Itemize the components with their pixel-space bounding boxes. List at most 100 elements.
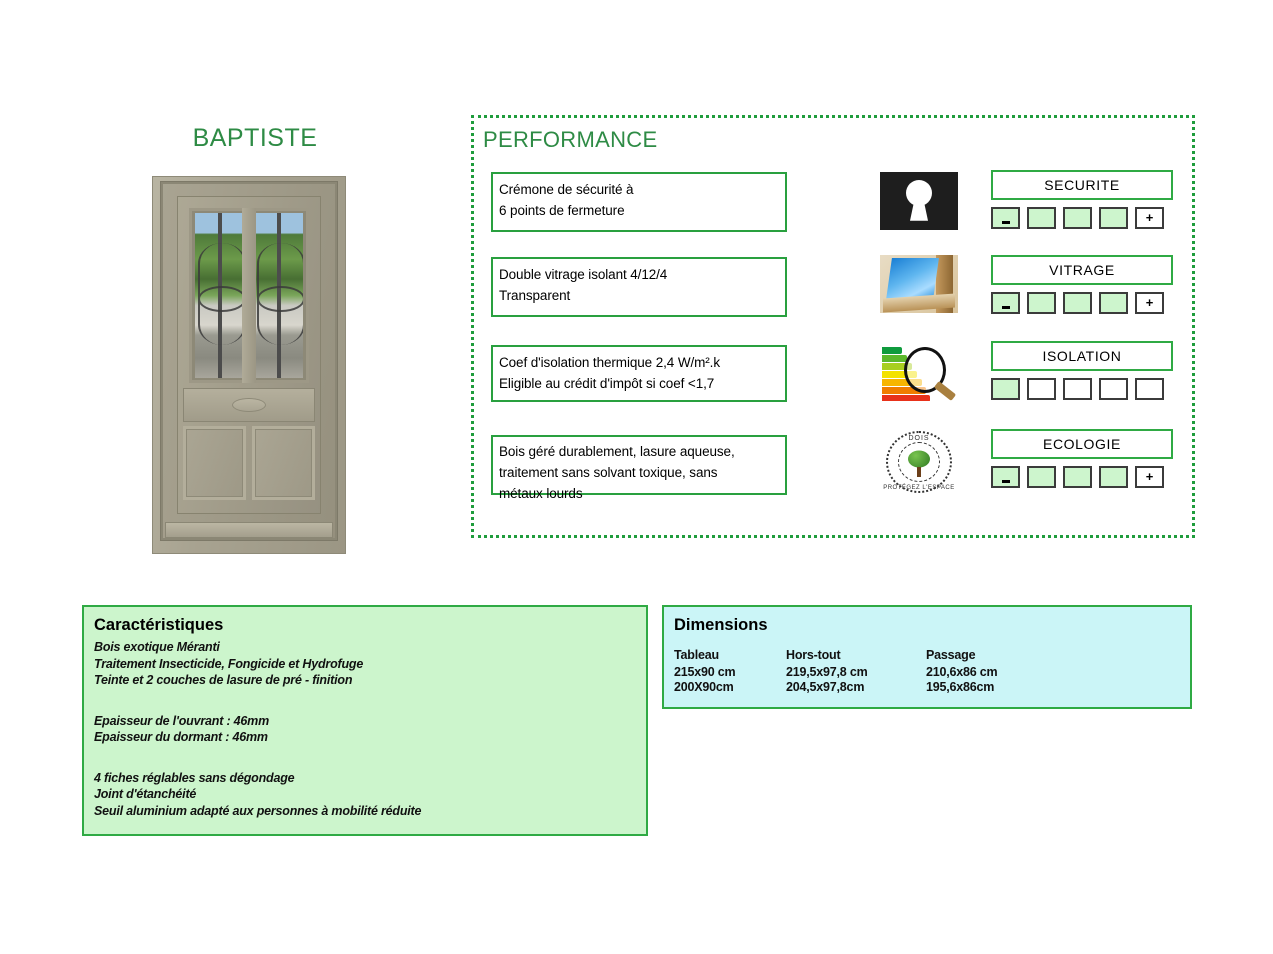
- description-line: Coef d'isolation thermique 2,4 W/m².k: [499, 355, 720, 370]
- rating-box-2[interactable]: [1027, 207, 1056, 229]
- door-lower-panels: [183, 426, 315, 500]
- performance-row-vitrage: Double vitrage isolant 4/12/4 Transparen…: [474, 255, 1192, 317]
- rating-box-4[interactable]: [1099, 207, 1128, 229]
- door-leaf: [177, 196, 321, 514]
- description-line: Eligible au crédit d'impôt si coef <1,7: [499, 375, 715, 391]
- caracteristiques-heading: Caractéristiques: [94, 616, 224, 634]
- rating-box-increase[interactable]: [1135, 466, 1164, 488]
- rating-box-2[interactable]: [1027, 466, 1056, 488]
- door-inner-frame: [161, 182, 337, 540]
- spec-line: Seuil aluminium adapté aux personnes à m…: [94, 803, 422, 818]
- performance-row-securite: Crémone de sécurité à 6 points de fermet…: [474, 170, 1192, 232]
- stamp-outer-ring: [886, 431, 952, 493]
- dimensions-table: Tableau Hors-tout Passage 215x90 cm 219,…: [674, 648, 1180, 695]
- caracteristiques-panel: Caractéristiques Bois exotique Méranti T…: [82, 605, 648, 836]
- rating-box-decrease[interactable]: [991, 207, 1020, 229]
- rating-boxes-vitrage: [991, 292, 1173, 314]
- performance-description-securite: Crémone de sécurité à 6 points de fermet…: [491, 172, 787, 232]
- description-line: traitement sans solvant toxique, sans: [499, 464, 718, 480]
- rating-block-securite: SECURITE: [991, 170, 1173, 229]
- rating-box-3[interactable]: [1063, 292, 1092, 314]
- spec-line: Epaisseur de l'ouvrant : 46mm: [94, 713, 270, 728]
- cell-tableau: 200X90cm: [674, 680, 734, 694]
- spec-line: Bois exotique Méranti: [94, 640, 220, 654]
- door-mid-rail: [183, 388, 315, 422]
- tree-foliage: [908, 450, 930, 468]
- glass-mullion: [242, 208, 256, 383]
- rating-block-vitrage: VITRAGE: [991, 255, 1173, 314]
- cell-passage: 210,6x86 cm: [926, 665, 998, 679]
- rating-box-decrease[interactable]: [991, 292, 1020, 314]
- rating-label-isolation: ISOLATION: [991, 341, 1173, 371]
- rating-box-decrease[interactable]: [991, 466, 1020, 488]
- description-line: Bois géré durablement, lasure aqueuse,: [499, 444, 735, 459]
- dimensions-heading: Dimensions: [674, 616, 768, 634]
- rating-box-increase[interactable]: [1135, 207, 1164, 229]
- spec-line: Epaisseur du dormant : 46mm: [94, 730, 268, 744]
- rating-label-ecologie: ECOLOGIE: [991, 429, 1173, 459]
- rating-label-securite: SECURITE: [991, 170, 1173, 200]
- performance-row-isolation: Coef d'isolation thermique 2,4 W/m².k El…: [474, 341, 1192, 405]
- description-line: 6 points de fermeture: [499, 202, 625, 218]
- stamp-inner-ring: [898, 442, 940, 482]
- spec-line: Traitement Insecticide, Fongicide et Hyd…: [94, 656, 364, 671]
- rating-boxes-ecologie: [991, 466, 1173, 488]
- rating-box-3[interactable]: [1063, 207, 1092, 229]
- column-header-hors-tout: Hors-tout: [786, 648, 841, 662]
- description-line: Double vitrage isolant 4/12/4: [499, 267, 668, 282]
- wrought-iron-ornament: [197, 242, 244, 345]
- window-glass: [886, 258, 940, 301]
- door-glass-area: [189, 208, 309, 383]
- stamp-bottom-text: PROTÉGEZ L'ESPACE: [883, 485, 955, 491]
- rating-box-2[interactable]: [1027, 378, 1056, 400]
- forest-stamp-icon: DOIS PROTÉGEZ L'ESPACE: [880, 429, 958, 495]
- performance-panel: PERFORMANCE Crémone de sécurité à 6 poin…: [471, 115, 1195, 538]
- table-header-row: Tableau Hors-tout Passage: [674, 648, 1180, 665]
- magnifier-handle: [933, 381, 957, 401]
- rating-label-vitrage: VITRAGE: [991, 255, 1173, 285]
- tree-trunk: [917, 467, 921, 478]
- keyhole-stem: [910, 195, 928, 221]
- spec-line: Joint d'étanchéité: [94, 787, 197, 801]
- product-image: [152, 176, 346, 554]
- table-row: 200X90cm 204,5x97,8cm 195,6x86cm: [674, 680, 1180, 695]
- rating-block-ecologie: ECOLOGIE: [991, 429, 1173, 488]
- glass-pane-left: [195, 213, 244, 378]
- rating-box-4[interactable]: [1099, 378, 1128, 400]
- keyhole-icon: [880, 172, 958, 230]
- rating-box-increase[interactable]: [1135, 292, 1164, 314]
- cell-passage: 195,6x86cm: [926, 680, 995, 694]
- performance-description-vitrage: Double vitrage isolant 4/12/4 Transparen…: [491, 257, 787, 317]
- performance-heading: PERFORMANCE: [483, 127, 658, 152]
- rating-box-3[interactable]: [1063, 378, 1092, 400]
- spacer: [94, 746, 636, 770]
- performance-row-ecologie: Bois géré durablement, lasure aqueuse, t…: [474, 429, 1192, 501]
- spec-line: 4 fiches réglables sans dégondage: [94, 770, 295, 785]
- window-glazing-icon: [880, 255, 958, 313]
- performance-description-ecologie: Bois géré durablement, lasure aqueuse, t…: [491, 435, 787, 501]
- rating-box-4[interactable]: [1099, 292, 1128, 314]
- rating-box-4[interactable]: [1099, 466, 1128, 488]
- dimensions-panel: Dimensions Tableau Hors-tout Passage 215…: [662, 605, 1192, 709]
- spacer: [94, 689, 636, 713]
- description-line: Crémone de sécurité à: [499, 182, 634, 197]
- wrought-iron-ornament: [256, 242, 303, 345]
- rating-boxes-isolation: [991, 378, 1173, 400]
- rating-box-1[interactable]: [991, 378, 1020, 400]
- column-header-passage: Passage: [926, 648, 976, 662]
- door-panel-left: [183, 426, 246, 500]
- performance-description-isolation: Coef d'isolation thermique 2,4 W/m².k El…: [491, 345, 787, 402]
- cell-hors-tout: 204,5x97,8cm: [786, 680, 865, 694]
- rating-box-3[interactable]: [1063, 466, 1092, 488]
- rating-block-isolation: ISOLATION: [991, 341, 1173, 400]
- rating-box-2[interactable]: [1027, 292, 1056, 314]
- glass-pane-right: [254, 213, 303, 378]
- rating-box-5[interactable]: [1135, 378, 1164, 400]
- energy-label-magnifier-icon: [880, 343, 958, 401]
- stamp-top-text: DOIS: [908, 435, 930, 442]
- spec-line: Teinte et 2 couches de lasure de pré - f…: [94, 673, 353, 687]
- cell-hors-tout: 219,5x97,8 cm: [786, 665, 868, 679]
- page-title: BAPTISTE: [192, 124, 318, 152]
- description-line: Transparent: [499, 287, 571, 303]
- column-header-tableau: Tableau: [674, 648, 719, 662]
